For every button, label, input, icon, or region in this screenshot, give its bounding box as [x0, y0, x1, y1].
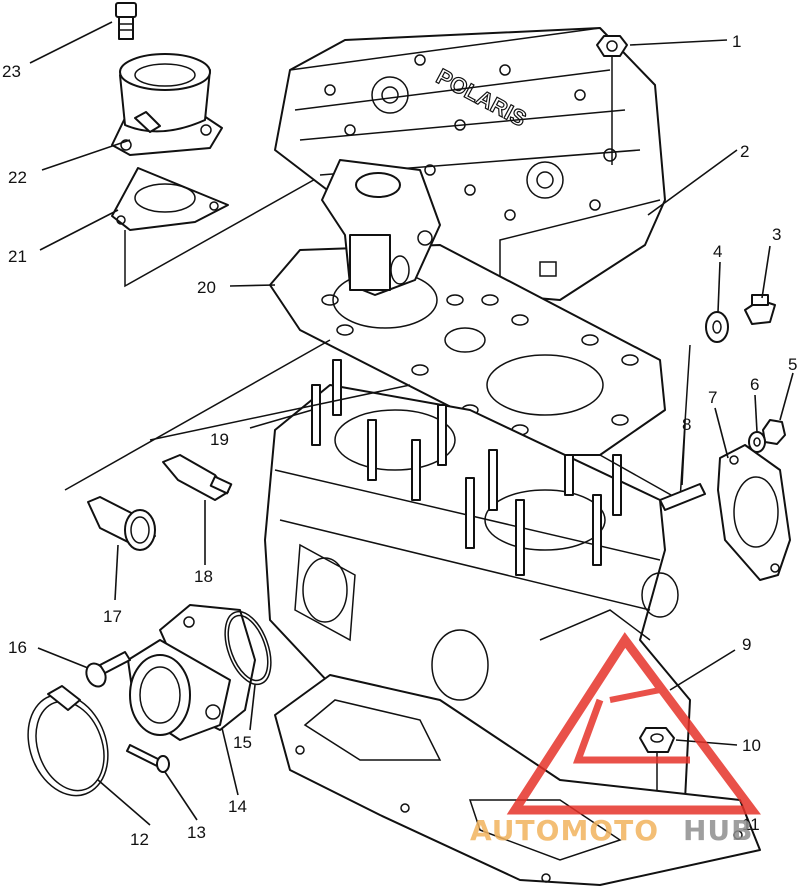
callout-7: 7 [708, 388, 717, 407]
callout-8: 8 [682, 415, 691, 434]
watermark-text-hub: HUB [683, 814, 754, 847]
callout-19: 19 [210, 430, 229, 449]
callout-9: 9 [742, 635, 751, 654]
watermark-logo: AUTOMOTO HUB [470, 632, 761, 847]
part-7-exhaust-gasket [717, 444, 791, 581]
watermark-text-automoto: AUTOMOTO [470, 814, 659, 847]
part-15-o-ring [224, 610, 272, 686]
part-19-studs [311, 359, 622, 576]
callout-1: 1 [732, 32, 741, 51]
callout-17: 17 [103, 607, 122, 626]
part-3-bolt [744, 294, 776, 325]
part-16-screw [85, 651, 131, 688]
part-17-bushing [64, 339, 331, 551]
callout-3: 3 [772, 225, 781, 244]
part-23-bolt [115, 2, 137, 40]
part-22-thermostat-housing [111, 53, 223, 156]
callout-13: 13 [187, 823, 206, 842]
part-14-intake-flange [127, 604, 256, 741]
callout-leaders [29, 21, 794, 826]
callout-20: 20 [197, 278, 216, 297]
callout-11: 11 [742, 815, 760, 834]
callout-2: 2 [740, 142, 749, 161]
callout-15: 15 [233, 733, 252, 752]
callout-22: 22 [8, 168, 27, 187]
watermark-triangle-icon [506, 632, 761, 815]
part-12-clamp [27, 685, 109, 797]
callout-16: 16 [8, 638, 27, 657]
watermark-triangle-inner-icon [572, 698, 690, 764]
callout-12: 12 [130, 830, 149, 849]
part-13-screw [126, 744, 170, 773]
part-1-nut [596, 35, 628, 165]
part-8-stud [659, 483, 706, 511]
callout-14: 14 [228, 797, 247, 816]
callout-5: 5 [788, 355, 797, 374]
part-21-gasket [111, 167, 336, 288]
part-5-nut [762, 419, 786, 445]
callout-4: 4 [713, 242, 722, 261]
callout-10: 10 [742, 736, 761, 755]
callout-6: 6 [750, 375, 759, 394]
part-10-nut [639, 727, 675, 790]
callout-21: 21 [8, 247, 27, 266]
part-18-temp-sensor [149, 384, 411, 501]
callout-labels: 1 2 3 4 5 6 7 8 9 10 11 12 13 14 15 16 1… [2, 32, 797, 849]
callout-18: 18 [194, 567, 213, 586]
watermark-triangle-stripe-icon [609, 658, 665, 703]
part-11-base-gasket [274, 674, 761, 886]
callout-23: 23 [2, 62, 21, 81]
water-outlet [321, 159, 441, 296]
part-2-head-cover: POLARIS [274, 27, 666, 301]
